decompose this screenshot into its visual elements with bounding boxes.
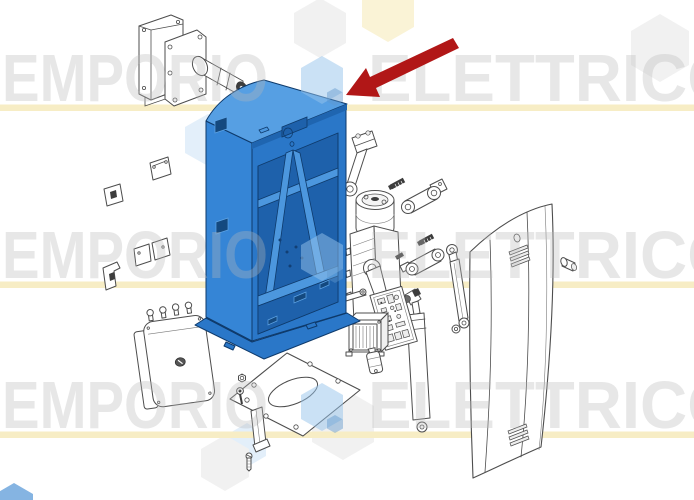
watermark-text-layer: EMPORIO ELETTRICO EMPORIO ELETTRICO EMPO… <box>0 41 694 500</box>
knockout-square <box>214 116 228 134</box>
watermark-row-3: EMPORIO ELETTRICO <box>2 368 694 443</box>
watermark-logo-hexagon-small <box>327 415 343 433</box>
watermark-underline <box>0 431 694 438</box>
knockout-square <box>215 217 229 235</box>
anchor-nut <box>238 373 246 383</box>
gas-spring <box>403 288 431 433</box>
watermark-brand-left: EMPORIO <box>2 218 268 293</box>
cabinet-slot <box>281 116 308 138</box>
pointer-arrow <box>346 38 459 97</box>
anchor-washer <box>236 387 244 405</box>
watermark-brand-right: ELETTRICO <box>368 218 694 293</box>
watermark-logo-hexagon-small <box>327 88 343 106</box>
cover-plate-3 <box>133 237 171 267</box>
watermark-logo-hexagon-small <box>327 265 343 283</box>
hexagon-watermark-icon <box>362 0 414 42</box>
capacitor-bracket <box>366 347 384 375</box>
watermark-logo-hexagon <box>301 233 343 281</box>
anchor-stake <box>250 406 271 453</box>
cover-plate-1 <box>149 156 172 181</box>
fixing-screw <box>245 452 253 472</box>
vent-slots-top <box>508 244 531 268</box>
watermark-brand-left: EMPORIO <box>2 41 268 116</box>
hexagon-watermark-icon <box>294 0 346 58</box>
crank-lever <box>342 130 378 197</box>
door-panel <box>469 203 554 479</box>
watermark-logo-hexagon <box>301 56 343 104</box>
tie-rod <box>446 244 470 334</box>
watermark-brand-left: EMPORIO <box>2 368 268 443</box>
link-rod-2 <box>399 248 445 276</box>
control-box <box>133 301 216 410</box>
watermark-row-2: EMPORIO ELETTRICO <box>2 218 694 293</box>
watermark-hexagon-fragment <box>0 483 33 500</box>
transformer <box>345 311 389 357</box>
fixing-bolt-3 <box>395 252 404 260</box>
vent-slots-bottom <box>507 423 530 447</box>
cover-plate-4 <box>102 261 121 291</box>
cover-plates <box>102 156 172 291</box>
watermark-brand-right: ELETTRICO <box>368 368 694 443</box>
watermark-logo-hexagon <box>301 383 343 431</box>
cable-glands <box>146 301 193 322</box>
link-rod-1 <box>401 178 448 214</box>
hexagon-watermark-icon <box>631 14 689 82</box>
cover-plate-2 <box>103 183 124 207</box>
hexagon-watermark-icon <box>201 435 249 491</box>
watermark-row-1: EMPORIO ELETTRICO <box>2 41 694 116</box>
red-arrow-icon <box>346 38 459 97</box>
watermark-brand-right: ELETTRICO <box>368 41 694 116</box>
exploded-parts-drawing <box>102 14 577 479</box>
fixing-bolt-1 <box>388 177 406 190</box>
fixing-bolt-2 <box>417 233 435 246</box>
watermark-underline <box>0 281 694 288</box>
pivot-pin <box>560 257 577 272</box>
